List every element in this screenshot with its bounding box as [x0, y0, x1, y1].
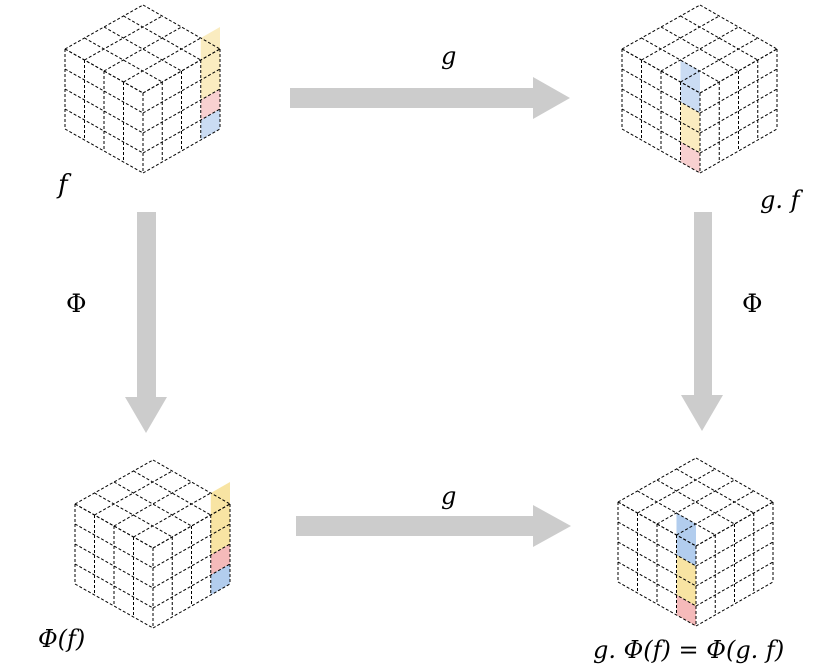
cube-colored-cell — [680, 122, 700, 153]
arrow-g-top — [290, 77, 570, 119]
cube-colored-cell — [200, 49, 220, 80]
cube-phi-f — [74, 459, 231, 629]
cube-colored-cell — [680, 102, 700, 133]
label-phi-right: Φ — [742, 289, 763, 318]
cube-colored-cell — [676, 575, 696, 606]
cube-colored-cell — [680, 82, 700, 113]
label-g-bottom: g — [441, 482, 457, 510]
label-equation: g. Φ(f) = Φ(g. f) — [593, 636, 785, 664]
arrow-phi-right — [681, 212, 723, 431]
cube-colored-cell — [200, 69, 220, 100]
arrow-g-bottom — [296, 505, 571, 547]
cube-f — [64, 4, 221, 174]
cube-colored-cell — [210, 544, 230, 575]
label-g-f: g. f — [760, 186, 800, 214]
cube-colored-cell — [676, 555, 696, 586]
label-phi-f: Φ(f) — [38, 625, 86, 653]
label-phi-left: Φ — [66, 289, 87, 318]
cube-g-phi-f — [617, 457, 774, 627]
cube-g-f — [621, 4, 778, 174]
cube-colored-cell — [680, 142, 700, 173]
label-g-top: g — [441, 42, 457, 70]
arrow-phi-left — [125, 212, 167, 433]
cube-colored-cell — [676, 535, 696, 566]
cube-colored-cell — [200, 89, 220, 120]
cube-colored-cell — [200, 109, 220, 140]
cube-colored-cell — [210, 504, 230, 535]
cube-colored-cell — [210, 564, 230, 595]
cube-colored-cell — [676, 595, 696, 626]
label-f: f — [58, 170, 68, 200]
cube-colored-cell — [210, 524, 230, 555]
